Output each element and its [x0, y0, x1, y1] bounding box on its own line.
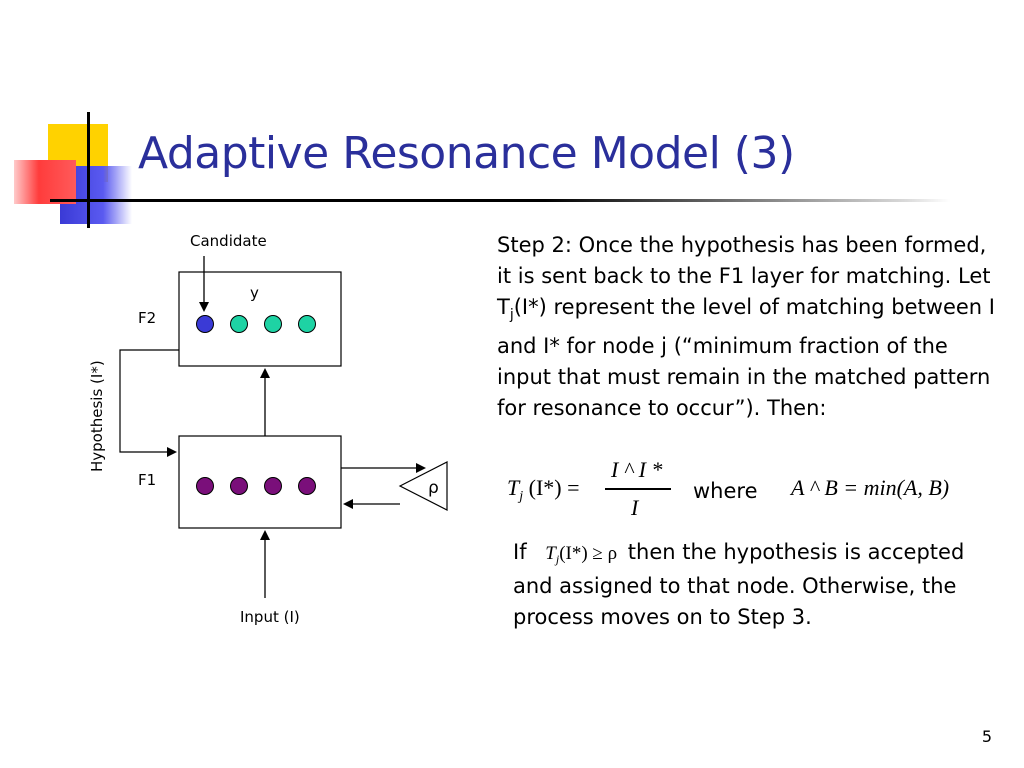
if-word: If	[513, 540, 527, 564]
f2-label: F2	[138, 309, 156, 327]
vigilance-triangle	[398, 461, 448, 511]
hypothesis-label: Hypothesis (I*)	[88, 360, 106, 472]
f1-node	[298, 477, 316, 495]
decor-vertical-line	[87, 112, 90, 228]
hypothesis-feedback-path	[119, 349, 179, 457]
f2-node	[264, 315, 282, 333]
then-text: then the hypothesis is accepted and assi…	[513, 540, 965, 629]
cond-sub: j	[555, 552, 560, 566]
f1-node	[264, 477, 282, 495]
formula-lhs-T: T	[507, 475, 520, 500]
formula-lhs-arg: (I*) =	[528, 475, 580, 500]
f1-label: F1	[138, 471, 156, 489]
f2-node-candidate	[196, 315, 214, 333]
cond-rest: (I*) ≥ ρ	[559, 543, 618, 564]
formula-fraction-bar	[605, 488, 671, 490]
f2-node	[298, 315, 316, 333]
condition-formula: Tj(I*) ≥ ρ	[533, 543, 621, 566]
page-number: 5	[981, 727, 992, 746]
y-label: y	[250, 284, 259, 302]
formula-rhs: A ^ B = min(A, B)	[791, 475, 950, 500]
input-label: Input (I)	[240, 608, 300, 626]
where-word: where	[693, 479, 758, 503]
step-description: Step 2: Once the hypothesis has been for…	[497, 230, 997, 424]
step-text-subscript: j	[509, 307, 514, 324]
f2-node	[230, 315, 248, 333]
cond-T: T	[545, 543, 556, 564]
formula-numerator: I ^ I *	[611, 457, 663, 482]
f1-node	[196, 477, 214, 495]
candidate-label: Candidate	[190, 232, 267, 250]
title-divider	[50, 199, 950, 202]
f1-node	[230, 477, 248, 495]
decor-red-square	[14, 160, 76, 204]
matching-formula: Tj (I*) = I ^ I * I where A ^ B = min(A,…	[507, 455, 1007, 525]
formula-lhs-sub: j	[519, 489, 524, 504]
condition-text: If Tj(I*) ≥ ρ then the hypothesis is acc…	[513, 537, 993, 633]
step-text-suffix: (I*) represent the level of matching bet…	[497, 295, 995, 421]
formula-denominator: I	[631, 495, 639, 520]
slide-title: Adaptive Resonance Model (3)	[138, 128, 795, 179]
formula-lhs: Tj (I*) =	[507, 475, 580, 504]
step-text-prefix: Step 2: Once the hypothesis has been for…	[497, 233, 991, 319]
rho-label: ρ	[428, 478, 439, 498]
